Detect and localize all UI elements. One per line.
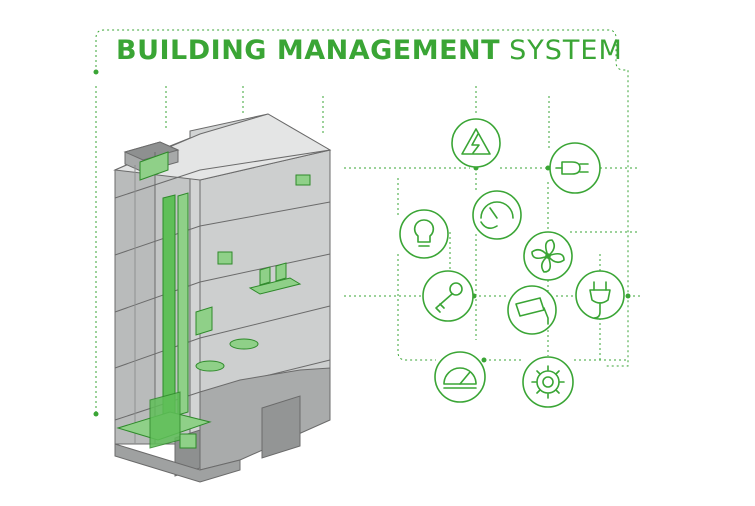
title-bold: BUILDING MANAGEMENT bbox=[116, 35, 501, 66]
building-furniture bbox=[179, 174, 311, 449]
charging-plug-icon bbox=[575, 270, 625, 320]
ventilation-fan-icon bbox=[523, 231, 573, 281]
settings-gear-icon bbox=[522, 356, 574, 408]
energy-meter-icon bbox=[434, 351, 486, 403]
title-light: SYSTEM bbox=[509, 35, 623, 66]
diagram-title: BUILDING MANAGEMENT SYSTEM bbox=[116, 34, 623, 68]
elevator-shaft bbox=[116, 151, 212, 449]
gauge-meter-icon bbox=[472, 190, 522, 240]
power-plug-icon bbox=[549, 142, 601, 194]
access-key-icon bbox=[422, 270, 474, 322]
light-bulb-icon bbox=[399, 209, 449, 259]
connector-lines bbox=[95, 29, 640, 414]
high-voltage-warning-icon bbox=[451, 118, 501, 168]
icon-set bbox=[399, 118, 625, 408]
security-camera-icon bbox=[507, 285, 557, 335]
